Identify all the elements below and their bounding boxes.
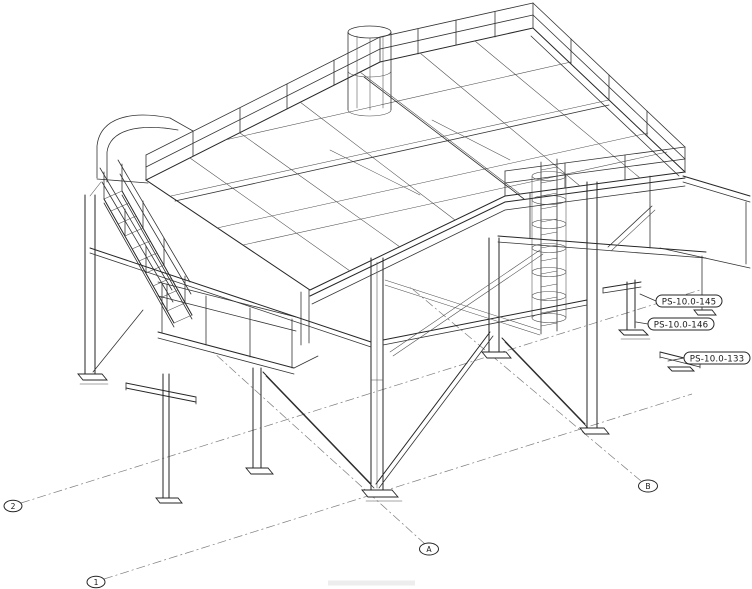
- grid-bubble-1-label: 1: [94, 578, 99, 587]
- part-label-ps-10-0-133-text: PS-10.0-133: [690, 355, 745, 365]
- part-label-ps-10-0-146: PS-10.0-146: [635, 317, 715, 331]
- circular-guard: [347, 25, 392, 117]
- access-stair: [99, 159, 193, 328]
- stair-landing: [125, 281, 319, 405]
- part-label-ps-10-0-146-text: PS-10.0-146: [654, 321, 709, 331]
- part-label-ps-10-0-145-text: PS-10.0-145: [662, 298, 717, 308]
- part-label-ps-10-0-145: PS-10.0-145: [639, 293, 723, 308]
- caged-ladder: [531, 158, 567, 335]
- grid-bubble-1: 1: [86, 575, 106, 589]
- support-columns: [77, 181, 610, 504]
- grid-centerlines: [20, 286, 701, 580]
- platform-deck: [145, 27, 687, 305]
- grid-bubble-2: 2: [3, 499, 23, 513]
- grid-bubble-a: A: [419, 542, 439, 556]
- part-labels: PS-10.0-145 PS-10.0-146 PS-10.0-133: [635, 293, 751, 365]
- deck-handrails: [96, 2, 686, 197]
- part-label-ps-10-0-133: PS-10.0-133: [667, 351, 751, 365]
- diagonal-braces: [89, 181, 656, 489]
- grid-bubble-b: B: [638, 479, 658, 493]
- grid-bubble-b-label: B: [645, 482, 650, 491]
- grid-bubble-a-label: A: [426, 545, 432, 554]
- grid-bubble-2-label: 2: [11, 502, 16, 511]
- grid-bubbles: 2 1 A B: [3, 479, 658, 589]
- pipe-supports: [602, 279, 701, 372]
